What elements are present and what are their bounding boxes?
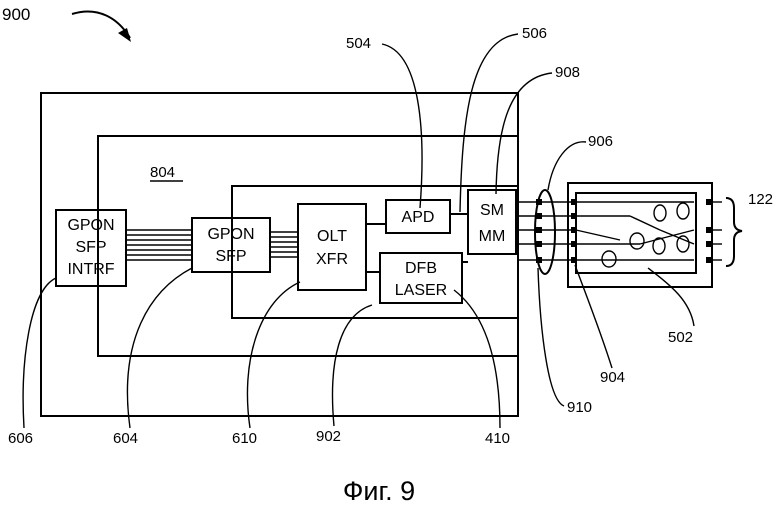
module-502-internals (575, 201, 695, 268)
gpon-sfp-line2: SFP (215, 248, 246, 265)
outer-enclosure (40, 92, 519, 417)
inner-enclosure (231, 185, 519, 319)
ref-502: 502 (668, 329, 693, 346)
dfb-line1: DFB (405, 260, 437, 277)
leader-906 (547, 141, 587, 191)
leader-502 (647, 267, 695, 327)
olt-xfr-block (297, 203, 367, 291)
leader-902 (331, 304, 373, 427)
figure-caption: Фиг. 9 (343, 476, 415, 506)
ref-610: 610 (232, 430, 257, 447)
apd-block (385, 199, 451, 234)
ref-604: 604 (113, 430, 138, 447)
bus-sfp-to-olt (270, 231, 298, 258)
module-502-outer (567, 182, 713, 288)
leader-504 (381, 43, 423, 209)
ref-908: 908 (555, 64, 580, 81)
dfb-line2: LASER (395, 282, 447, 299)
sm-mm-block (467, 189, 517, 255)
ref-804: 804 (150, 164, 175, 181)
ref-504: 504 (346, 35, 371, 52)
leader-910 (537, 267, 565, 407)
dfb-laser-block (379, 252, 463, 304)
brace-122 (725, 197, 743, 267)
fiber-bundle-906 (534, 189, 556, 275)
fiber-lines (516, 201, 572, 261)
gpon-intrf-line1: GPON (67, 217, 114, 234)
olt-xfr-line1: OLT (317, 228, 347, 245)
ref-906: 906 (588, 133, 613, 150)
leader-904 (574, 264, 613, 369)
ref-900: 900 (2, 5, 30, 24)
leader-606 (22, 277, 57, 429)
ref-910: 910 (567, 399, 592, 416)
leader-908 (495, 72, 553, 195)
leader-410 (453, 289, 501, 429)
apd-label: APD (402, 209, 435, 226)
leader-604 (126, 267, 193, 429)
leader-610 (246, 281, 301, 429)
ref-122: 122 (748, 191, 773, 208)
sm-mm-line1: SM (480, 202, 504, 219)
ref-506: 506 (522, 25, 547, 42)
ref-902: 902 (316, 428, 341, 445)
gpon-intrf-line3: INTRF (67, 261, 114, 278)
ref-904: 904 (600, 369, 625, 386)
gpon-sfp-intrf-block (55, 209, 127, 287)
ref-606: 606 (8, 430, 33, 447)
sm-mm-line2: MM (479, 228, 506, 245)
gpon-sfp-line1: GPON (207, 226, 254, 243)
bus-intrf-to-sfp (126, 229, 192, 261)
ref-410: 410 (485, 430, 510, 447)
gpon-intrf-line2: SFP (75, 239, 106, 256)
leader-506 (459, 33, 519, 213)
olt-xfr-line2: XFR (316, 251, 348, 268)
right-connectors (571, 199, 712, 263)
arrowhead-900 (118, 28, 131, 42)
output-lines (712, 201, 722, 261)
gpon-sfp-block (191, 217, 271, 273)
